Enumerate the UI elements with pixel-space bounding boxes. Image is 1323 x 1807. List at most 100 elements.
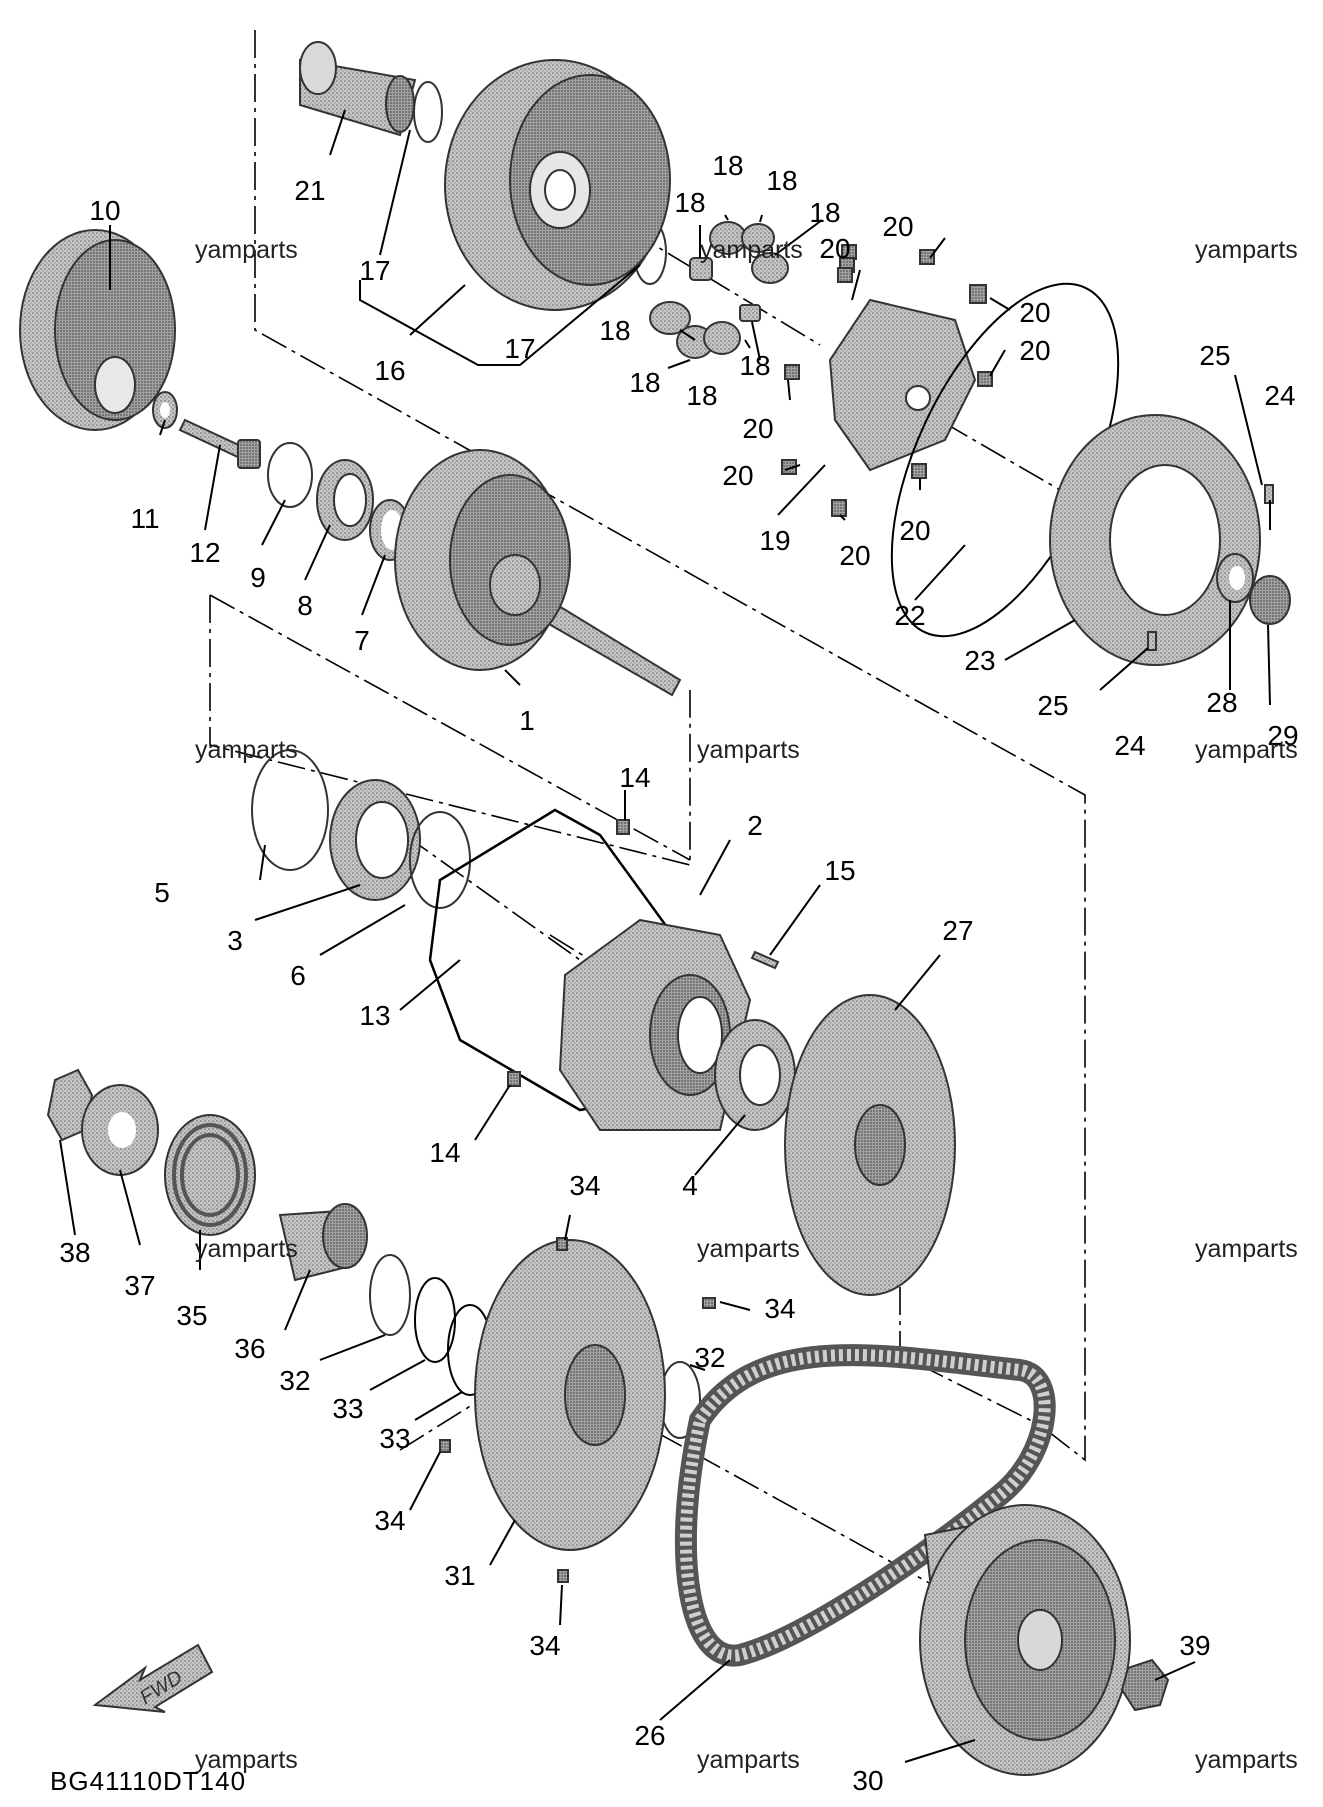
part-24-bolt-lower	[1147, 631, 1157, 651]
callout-36: 36	[234, 1333, 265, 1364]
callout-32-left: 32	[279, 1365, 310, 1396]
callout-18-h: 18	[739, 350, 770, 381]
callout-26: 26	[634, 1720, 665, 1751]
callout-33-b: 33	[379, 1423, 410, 1454]
callout-39: 39	[1179, 1630, 1210, 1661]
leader-lines	[59, 109, 1271, 1763]
part-29-nut	[1249, 575, 1291, 625]
watermark: yamparts	[697, 1235, 800, 1263]
callout-18-g: 18	[686, 380, 717, 411]
diagram-code: BG41110DT140	[50, 1766, 246, 1796]
part-30-primary-sheave	[919, 1504, 1131, 1776]
callout-24-upper: 24	[1264, 380, 1295, 411]
part-4-oil-seal	[714, 1019, 796, 1131]
callout-3: 3	[227, 925, 243, 956]
callout-31: 31	[444, 1560, 475, 1591]
watermark: yamparts	[1195, 236, 1298, 264]
part-37-spring-seat	[81, 1084, 159, 1176]
part-34-screw-left	[439, 1439, 451, 1453]
part-9-ring	[267, 442, 313, 508]
callout-6: 6	[290, 960, 306, 991]
part-27-fixed-sheave	[784, 994, 956, 1296]
callout-18-b: 18	[766, 165, 797, 196]
callout-25-upper: 25	[1199, 340, 1230, 371]
callout-20-e: 20	[742, 413, 773, 444]
watermark: yamparts	[195, 236, 298, 264]
callout-34-right: 34	[764, 1293, 795, 1324]
part-8-needle-bearing	[316, 459, 374, 541]
part-39-nut	[1120, 1658, 1170, 1712]
callout-12: 12	[189, 537, 220, 568]
callout-18-c: 18	[674, 187, 705, 218]
watermark: yamparts	[1195, 1235, 1298, 1263]
part-15-bolt	[750, 950, 780, 970]
callout-37: 37	[124, 1270, 155, 1301]
part-35-compression-spring	[164, 1114, 256, 1236]
callout-11: 11	[130, 503, 159, 534]
callout-20-d: 20	[1019, 335, 1050, 366]
callout-5: 5	[154, 877, 170, 908]
callout-20-h: 20	[899, 515, 930, 546]
callout-20-c: 20	[1019, 297, 1050, 328]
callout-21: 21	[294, 175, 325, 206]
callout-25-lower: 25	[1037, 690, 1068, 721]
callout-20-g: 20	[839, 540, 870, 571]
watermark: yamparts	[1195, 736, 1298, 764]
callout-34-left: 34	[374, 1505, 405, 1536]
part-36-guide-collar	[278, 1203, 368, 1282]
callout-34-top: 34	[569, 1170, 600, 1201]
watermark: yamparts	[697, 736, 800, 764]
callout-24-lower: 24	[1114, 730, 1145, 761]
callout-19: 19	[759, 525, 790, 556]
callout-2: 2	[747, 810, 763, 841]
part-11-washer	[152, 391, 178, 429]
callout-30: 30	[852, 1765, 883, 1796]
part-34-screw-bottom	[557, 1569, 569, 1583]
watermark: yamparts	[697, 1746, 800, 1774]
part-21-sleeve	[299, 41, 417, 137]
part-13-gasket	[428, 808, 722, 1112]
part-34-screw-right	[702, 1297, 716, 1309]
watermarks: yamparts yamparts yamparts yamparts yamp…	[195, 236, 1298, 1774]
part-19-spider	[828, 298, 977, 472]
part-3-bearing	[329, 779, 421, 901]
watermark: yamparts	[700, 236, 803, 264]
part-1-drum-shaft	[394, 449, 682, 697]
callout-22: 22	[894, 600, 925, 631]
part-28-washer	[1216, 553, 1254, 603]
callout-20-f: 20	[722, 460, 753, 491]
callout-18-e: 18	[599, 315, 630, 346]
callout-20-a: 20	[882, 211, 913, 242]
callout-28: 28	[1206, 687, 1237, 718]
callout-38: 38	[59, 1237, 90, 1268]
part-34-screw-top	[556, 1237, 568, 1251]
part-10-clutch-carrier	[19, 229, 176, 431]
part-6-circlip	[409, 811, 471, 909]
callout-9: 9	[250, 562, 266, 593]
callout-16: 16	[374, 355, 405, 386]
part-5-circlip	[251, 749, 329, 871]
callout-8: 8	[297, 590, 313, 621]
watermark: yamparts	[195, 736, 298, 764]
callout-33-a: 33	[332, 1393, 363, 1424]
part-23-cover-plate	[1049, 414, 1261, 666]
callout-27: 27	[942, 915, 973, 946]
part-12-bolt	[178, 418, 261, 469]
callout-labels: 10 11 12 9 8 7 1 21 17 16 17 18 18 18 18…	[59, 150, 1298, 1796]
part-18-rollers	[649, 221, 789, 359]
callout-32-right: 32	[694, 1342, 725, 1373]
callout-18-f: 18	[629, 367, 660, 398]
part-17-ring-upper	[413, 81, 443, 143]
callout-4: 4	[682, 1170, 698, 1201]
callout-29: 29	[1267, 720, 1298, 751]
part-14-dowel-lower	[507, 1071, 521, 1087]
part-14-dowel-upper	[616, 819, 630, 835]
callout-13: 13	[359, 1000, 390, 1031]
callout-34-bottom: 34	[529, 1630, 560, 1661]
callout-18-d: 18	[809, 197, 840, 228]
part-32-ring-left	[369, 1254, 411, 1336]
parts: FWD	[19, 41, 1291, 1776]
watermark: yamparts	[195, 1235, 298, 1263]
watermark: yamparts	[195, 1746, 298, 1774]
